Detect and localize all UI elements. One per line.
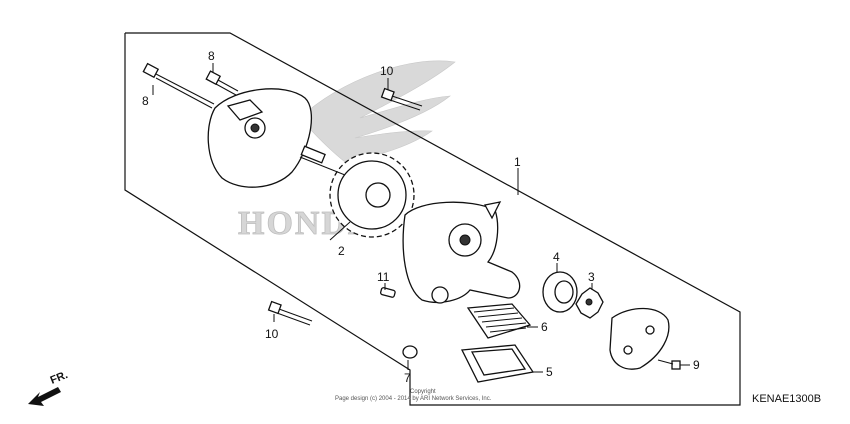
callout-3: 3 (588, 270, 595, 284)
bolt-8a-part (142, 62, 215, 109)
bolt-8b-part (205, 70, 239, 96)
callout-10b: 10 (265, 327, 279, 341)
pump-plate-part (609, 307, 681, 370)
callout-5: 5 (546, 365, 553, 379)
bolt-10a-part (380, 87, 423, 111)
copyright-line-2: Page design (c) 2004 - 2014 by ARI Netwo… (335, 396, 492, 402)
washer-7-part (402, 345, 418, 359)
callout-9: 9 (693, 358, 700, 372)
outer-rotor-part (542, 271, 578, 313)
pump-cover-part (207, 88, 312, 188)
callout-4: 4 (553, 250, 560, 264)
front-label: FR. (49, 369, 70, 387)
diagram-code: KENAE1300B (752, 393, 821, 405)
sprocket-part (299, 145, 415, 238)
callout-8b: 8 (208, 49, 215, 63)
callout-7: 7 (404, 371, 411, 385)
copyright-line-1: Copyright (410, 389, 436, 395)
bolt-10b-part (267, 300, 313, 326)
front-arrow-icon (28, 387, 61, 406)
callout-1: 1 (514, 155, 521, 169)
pump-body-part (402, 201, 521, 304)
callout-6: 6 (541, 320, 548, 334)
inner-rotor-part (575, 287, 604, 319)
pin-11-part (380, 287, 396, 298)
callout-11: 11 (377, 270, 390, 284)
assembly-outline (124, 32, 741, 406)
callout-8a: 8 (142, 94, 149, 108)
front-direction-indicator: FR. (28, 369, 70, 406)
callout-10a: 10 (380, 64, 394, 78)
strainer-screen-part (466, 303, 532, 339)
strainer-seal-part (460, 344, 535, 383)
leader-lines (152, 63, 690, 373)
callout-2: 2 (338, 244, 345, 258)
